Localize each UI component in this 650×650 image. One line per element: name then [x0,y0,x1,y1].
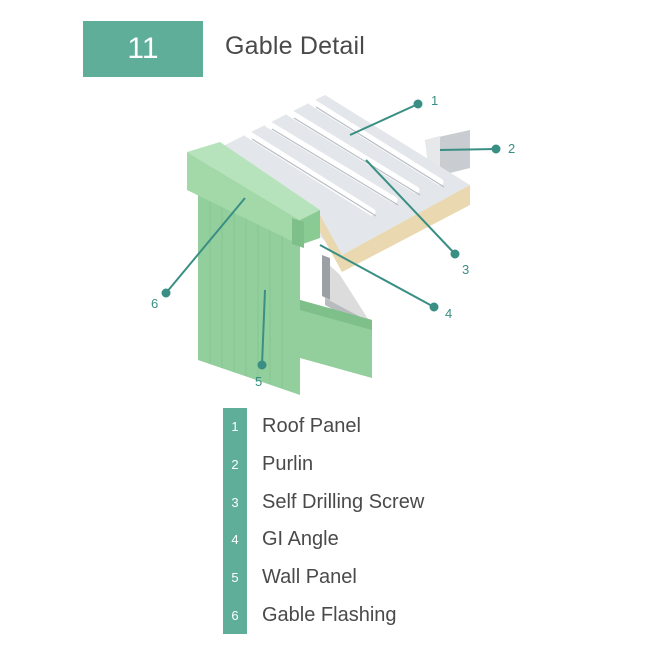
legend-number: 4 [223,521,247,559]
legend-number: 2 [223,445,247,484]
callout-2: 2 [508,141,515,156]
section-number-badge: 11 [83,21,203,77]
legend-label: Purlin [262,453,314,476]
legend-number: 6 [223,596,247,635]
callout-3: 3 [462,262,469,277]
callout-leaders [161,99,501,370]
legend-number: 5 [223,558,247,597]
callout-6: 6 [151,296,158,311]
legend-item: 2 Purlin [223,445,483,484]
legend-item: 3 Self Drilling Screw [223,483,483,522]
legend-item: 4 GI Angle [223,521,483,559]
legend-number: 1 [223,408,247,446]
parts-legend: 1 Roof Panel 2 Purlin 3 Self Drilling Sc… [223,408,483,635]
page-title: Gable Detail [225,32,365,60]
legend-label: Roof Panel [262,415,361,438]
legend-label: Wall Panel [262,566,357,589]
callout-4: 4 [445,306,452,321]
legend-number: 3 [223,483,247,522]
legend-label: GI Angle [262,528,339,551]
callout-1: 1 [431,93,438,108]
legend-item: 1 Roof Panel [223,408,483,446]
legend-item: 5 Wall Panel [223,558,483,597]
legend-label: Self Drilling Screw [262,490,425,513]
callout-5: 5 [255,374,262,389]
roof-panel [215,95,470,272]
legend-item: 6 Gable Flashing [223,596,483,635]
legend-label: Gable Flashing [262,603,397,626]
